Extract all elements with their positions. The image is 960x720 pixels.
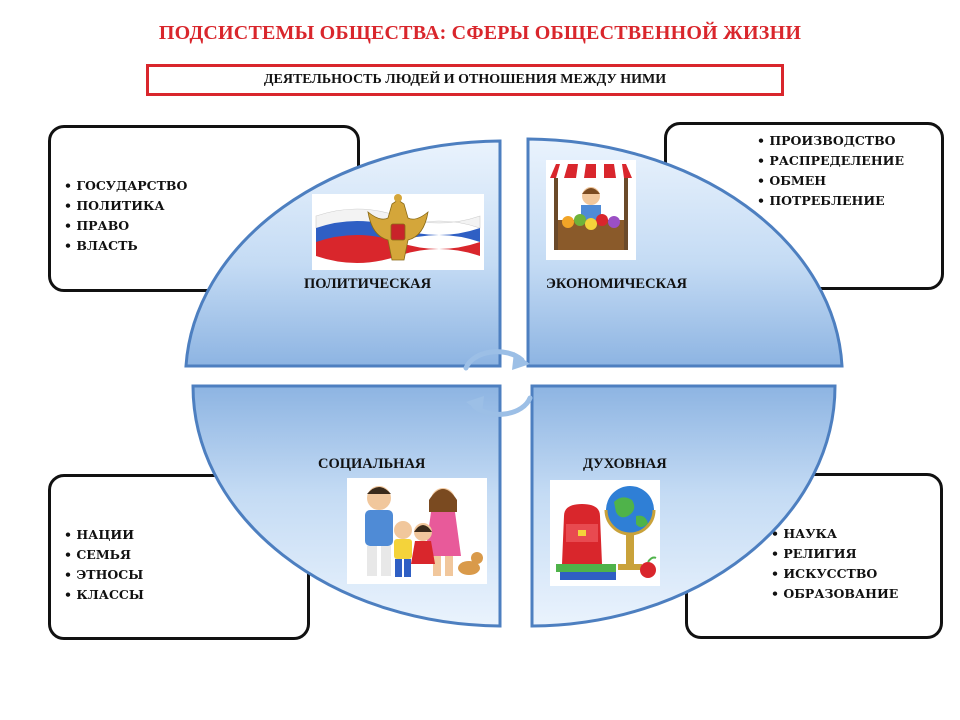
school-globe-icon <box>550 480 660 586</box>
list-item: НАЦИИ <box>64 525 144 545</box>
market-stall-icon <box>546 160 636 260</box>
list-item: ВЛАСТЬ <box>64 236 187 256</box>
list-item: ПРАВО <box>64 216 187 236</box>
family-icon <box>347 478 487 584</box>
list-item: ЭТНОСЫ <box>64 565 144 585</box>
social-label: СОЦИАЛЬНАЯ <box>318 456 426 472</box>
russia-flag-coat-of-arms-icon <box>312 194 484 270</box>
page-title: ПОДСИСТЕМЫ ОБЩЕСТВА: СФЕРЫ ОБЩЕСТВЕННОЙ … <box>158 22 802 44</box>
list-item: ОБМЕН <box>757 171 904 191</box>
list-item: ГОСУДАРСТВО <box>64 176 187 196</box>
list-item: ПОЛИТИКА <box>64 196 187 216</box>
political-label: ПОЛИТИЧЕСКАЯ <box>304 276 432 292</box>
economic-items-list: ПРОИЗВОДСТВО РАСПРЕДЕЛЕНИЕ ОБМЕН ПОТРЕБЛ… <box>757 131 904 211</box>
political-items-box: ГОСУДАРСТВО ПОЛИТИКА ПРАВО ВЛАСТЬ <box>48 125 360 292</box>
spiritual-items-list: НАУКА РЕЛИГИЯ ИСКУССТВО ОБРАЗОВАНИЕ <box>771 524 898 604</box>
social-items-list: НАЦИИ СЕМЬЯ ЭТНОСЫ КЛАССЫ <box>64 525 144 605</box>
list-item: ИСКУССТВО <box>771 564 898 584</box>
list-item: ОБРАЗОВАНИЕ <box>771 584 898 604</box>
economic-label: ЭКОНОМИЧЕСКАЯ <box>546 276 688 292</box>
cycle-arrow-heads <box>466 352 530 414</box>
list-item: РАСПРЕДЕЛЕНИЕ <box>757 151 904 171</box>
subtitle-box: ДЕЯТЕЛЬНОСТЬ ЛЮДЕЙ И ОТНОШЕНИЯ МЕЖДУ НИМ… <box>146 64 784 96</box>
list-item: ПРОИЗВОДСТВО <box>757 131 904 151</box>
list-item: ПОТРЕБЛЕНИЕ <box>757 191 904 211</box>
spiritual-label: ДУХОВНАЯ <box>583 456 667 472</box>
list-item: РЕЛИГИЯ <box>771 544 898 564</box>
list-item: СЕМЬЯ <box>64 545 144 565</box>
list-item: НАУКА <box>771 524 898 544</box>
political-items-list: ГОСУДАРСТВО ПОЛИТИКА ПРАВО ВЛАСТЬ <box>64 176 187 256</box>
list-item: КЛАССЫ <box>64 585 144 605</box>
